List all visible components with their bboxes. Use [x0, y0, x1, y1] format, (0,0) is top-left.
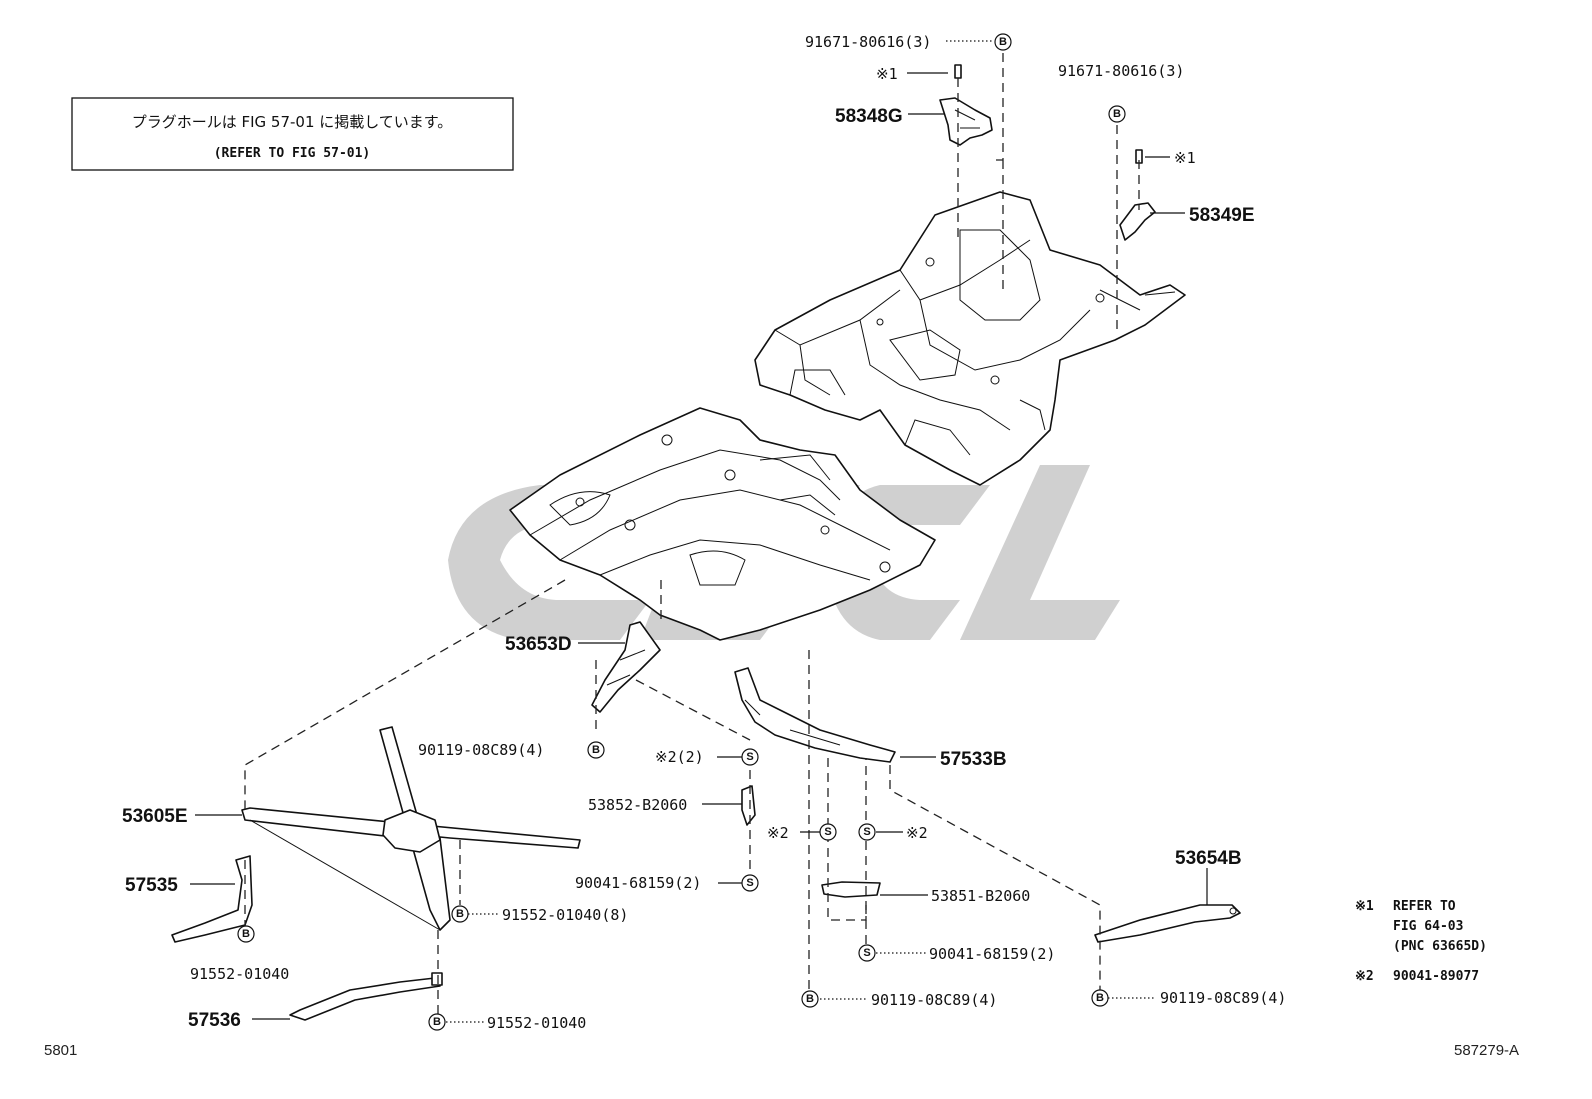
- svg-text:S: S: [746, 751, 753, 763]
- x-brace-53605E: [241, 726, 581, 931]
- label-90119-a: 90119-08C89(4): [418, 741, 544, 759]
- svg-text:B: B: [242, 928, 250, 940]
- svg-text:S: S: [863, 947, 870, 959]
- screw-symbol: S: [741, 874, 759, 892]
- label-53851: 53851-B2060: [931, 887, 1030, 905]
- svg-text:B: B: [806, 993, 814, 1005]
- bolt-symbol: B: [428, 1013, 446, 1031]
- diagram-id: 587279-A: [1454, 1042, 1519, 1059]
- label-53852: 53852-B2060: [588, 796, 687, 814]
- label-53605E: 53605E: [122, 806, 188, 827]
- bolt-symbol: B: [237, 925, 255, 943]
- clip-53852: [741, 785, 756, 826]
- label-x1-b: ※1: [1174, 149, 1196, 167]
- legend-x2-text: 90041-89077: [1393, 969, 1479, 984]
- label-90119-b: 90119-08C89(4): [871, 991, 997, 1009]
- bolt-symbol: B: [1091, 989, 1109, 1007]
- assembly-lines: [244, 53, 1140, 1015]
- bolt-symbol: B: [994, 33, 1012, 51]
- label-90119-c: 90119-08C89(4): [1160, 989, 1286, 1007]
- fastener-labels: 91671-80616(3) 91671-80616(3) ※1 ※1 9011…: [190, 33, 1286, 1032]
- bolt-symbol: B: [587, 741, 605, 759]
- pad-53851: [821, 881, 881, 898]
- part-labels: 58348G 58349E 53653D 57533B 53605E 57535…: [122, 106, 1255, 1031]
- legend: ※1 REFER TO FIG 64-03 (PNC 63665D) ※2 90…: [1355, 899, 1487, 984]
- svg-text:B: B: [1113, 108, 1121, 120]
- rear-floor-pan: [754, 191, 1186, 486]
- fastener-symbols: B B B S S S S S B B B B B: [237, 33, 1126, 1031]
- note-text-en: (REFER TO FIG 57-01): [214, 146, 371, 161]
- svg-text:B: B: [433, 1016, 441, 1028]
- legend-x1-line3: (PNC 63665D): [1393, 939, 1487, 954]
- note-box: プラグホールは FIG 57-01 に掲載しています。 (REFER TO FI…: [71, 97, 514, 171]
- leader-lines: [190, 40, 1208, 1023]
- bar-57535: [171, 855, 253, 943]
- brace-53653D: [591, 621, 661, 713]
- svg-text:S: S: [824, 826, 831, 838]
- bar-53654B: [1094, 904, 1241, 943]
- label-91552-b: 91552-01040: [487, 1014, 586, 1032]
- legend-x1-line1: REFER TO: [1393, 899, 1456, 914]
- svg-text:S: S: [863, 826, 870, 838]
- label-53654B: 53654B: [1175, 848, 1242, 869]
- screw-symbol: S: [858, 944, 876, 962]
- svg-text:S: S: [746, 877, 753, 889]
- label-91671-a: 91671-80616(3): [805, 33, 931, 51]
- figure-number: 5801: [44, 1042, 77, 1059]
- label-x2-right: ※2: [906, 824, 928, 842]
- label-x2-left: ※2: [767, 824, 789, 842]
- screw-symbol: S: [741, 748, 759, 766]
- svg-text:B: B: [1096, 992, 1104, 1004]
- label-91552-a: 91552-01040: [190, 965, 289, 983]
- bolt-symbol: B: [801, 990, 819, 1008]
- bracket-58348G: [939, 64, 993, 146]
- screw-symbol: S: [819, 823, 837, 841]
- label-x1-a: ※1: [876, 65, 898, 83]
- front-floor-pan: [509, 407, 936, 641]
- legend-x1-line2: FIG 64-03: [1393, 919, 1463, 934]
- svg-text:B: B: [592, 744, 600, 756]
- label-91671-b: 91671-80616(3): [1058, 62, 1184, 80]
- label-58348G: 58348G: [835, 106, 903, 127]
- label-x2-2: ※2(2): [655, 748, 704, 766]
- label-53653D: 53653D: [505, 634, 572, 655]
- label-91552-8: 91552-01040(8): [502, 906, 628, 924]
- bolt-symbol: B: [1108, 105, 1126, 123]
- svg-text:B: B: [999, 36, 1007, 48]
- screw-symbol: S: [858, 823, 876, 841]
- bracket-58349E: [1119, 149, 1156, 241]
- cross-member-57533B: [734, 667, 896, 763]
- bar-57536: [289, 972, 443, 1021]
- label-90041-a: 90041-68159(2): [575, 874, 701, 892]
- note-text-jp: プラグホールは FIG 57-01 に掲載しています。: [132, 113, 453, 131]
- label-57533B: 57533B: [940, 749, 1007, 770]
- legend-x2-mark: ※2: [1355, 969, 1374, 984]
- label-57535: 57535: [125, 875, 178, 896]
- label-90041-b: 90041-68159(2): [929, 945, 1055, 963]
- label-58349E: 58349E: [1189, 205, 1255, 226]
- svg-text:B: B: [456, 908, 464, 920]
- legend-x1-mark: ※1: [1355, 899, 1374, 914]
- label-57536: 57536: [188, 1010, 241, 1031]
- bolt-symbol: B: [451, 905, 469, 923]
